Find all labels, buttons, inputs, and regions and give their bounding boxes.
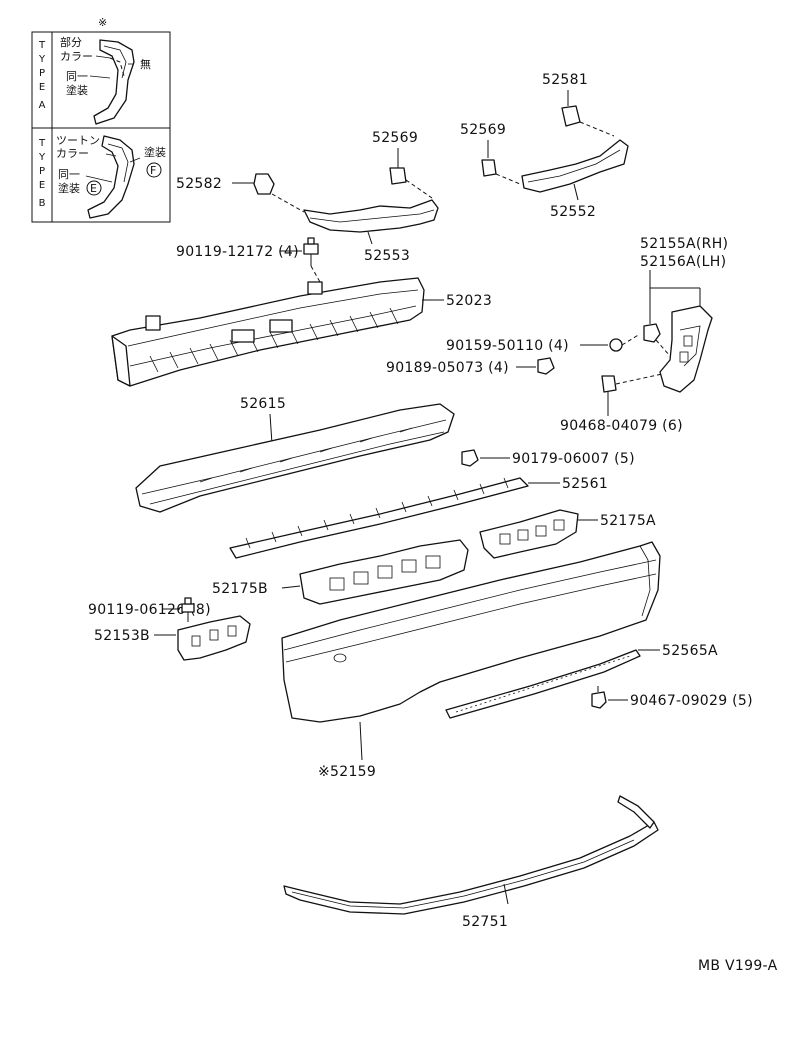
type-a-sketch: 部分 カラー 無 同一 塗装 [60, 35, 151, 125]
part-90159-50110: 90159-50110 (4) [446, 333, 641, 354]
part-52552: 52552 [521, 139, 629, 220]
type-b-vertical-label: T Y P E B [38, 138, 46, 209]
label-90159-50110: 90159-50110 (4) [446, 338, 569, 354]
label-90468-04079: 90468-04079 (6) [560, 418, 683, 434]
label-52155a: 52155A(RH) [640, 236, 728, 252]
svg-text:塗装: 塗装 [66, 83, 88, 97]
svg-text:塗装: 塗装 [58, 181, 80, 195]
label-52569-left: 52569 [372, 130, 418, 146]
label-52615: 52615 [240, 396, 286, 412]
svg-text:T: T [38, 40, 46, 51]
label-90179-06007: 90179-06007 (5) [512, 451, 635, 467]
part-90179-06007: 90179-06007 (5) [461, 449, 635, 467]
part-90467-09029: 90467-09029 (5) [591, 686, 753, 709]
label-52159: ※52159 [318, 764, 376, 780]
svg-text:P: P [39, 166, 45, 177]
part-52175a: 52175A [479, 509, 656, 559]
part-52569-left: 52569 [372, 130, 433, 199]
svg-text:P: P [39, 68, 45, 79]
label-52569-right: 52569 [460, 122, 506, 138]
label-52552: 52552 [550, 204, 596, 220]
part-52155a-52156a: 52155A(RH) 52156A(LH) [640, 236, 728, 393]
part-52553: 52553 [303, 199, 439, 264]
svg-text:E: E [90, 182, 97, 195]
svg-text:無: 無 [140, 57, 151, 71]
svg-text:塗装: 塗装 [144, 145, 166, 159]
svg-text:同一: 同一 [66, 70, 88, 83]
part-52153b: 52153B [94, 615, 251, 661]
part-90189-05073: 90189-05073 (4) [386, 357, 555, 376]
part-52581: 52581 [542, 72, 615, 137]
type-a-vertical-label: T Y P E A [38, 40, 46, 111]
part-52561: 52561 [229, 476, 608, 559]
part-52565a: 52565A [445, 643, 718, 719]
svg-text:A: A [39, 100, 46, 111]
svg-text:Y: Y [38, 54, 46, 65]
reinforcement-ribs [149, 307, 399, 373]
type-inset-table: ※ T Y P E A T Y P E B 部分 カラー 無 同一 塗装 [31, 16, 171, 223]
part-90468-04079: 90468-04079 (6) [560, 373, 683, 434]
part-52159: ※52159 [281, 541, 661, 780]
type-b-sketch: ツートン カラー 塗装 同一 塗装 F E [56, 134, 166, 219]
label-52561: 52561 [562, 476, 608, 492]
svg-text:カラー: カラー [56, 147, 89, 160]
svg-text:同一: 同一 [58, 168, 80, 181]
inset-frame [31, 31, 171, 223]
svg-text:B: B [39, 198, 46, 209]
svg-text:F: F [150, 164, 156, 177]
part-52023: 52023 [111, 277, 492, 387]
label-52582: 52582 [176, 176, 222, 192]
svg-text:Y: Y [38, 152, 46, 163]
label-52581: 52581 [542, 72, 588, 88]
label-52565a: 52565A [662, 643, 718, 659]
svg-text:E: E [39, 180, 45, 191]
label-90119-06126: 90119-06126 (8) [88, 602, 211, 618]
part-90119-06126: 90119-06126 (8) [88, 597, 211, 622]
label-90467-09029: 90467-09029 (5) [630, 693, 753, 709]
label-52175a: 52175A [600, 513, 656, 529]
part-52569-right: 52569 [460, 122, 521, 185]
label-52553: 52553 [364, 248, 410, 264]
label-52153b: 52153B [94, 628, 150, 644]
inset-asterisk: ※ [98, 16, 107, 29]
part-52751: 52751 [283, 795, 659, 930]
label-90119-12172: 90119-12172 (4) [176, 244, 299, 260]
svg-text:ツートン: ツートン [56, 134, 100, 147]
svg-text:部分: 部分 [60, 35, 82, 49]
label-52751: 52751 [462, 914, 508, 930]
part-52615: 52615 [135, 396, 455, 513]
label-52023: 52023 [446, 293, 492, 309]
svg-text:T: T [38, 138, 46, 149]
label-52156a: 52156A(LH) [640, 254, 726, 270]
label-90189-05073: 90189-05073 (4) [386, 360, 509, 376]
svg-text:E: E [39, 82, 45, 93]
part-52582: 52582 [176, 173, 305, 213]
part-90119-12172: 90119-12172 (4) [176, 237, 321, 283]
svg-text:カラー: カラー [60, 50, 93, 63]
label-52175b: 52175B [212, 581, 268, 597]
figure-code: MB V199-A [698, 958, 778, 974]
part-52175b: 52175B [212, 539, 469, 605]
